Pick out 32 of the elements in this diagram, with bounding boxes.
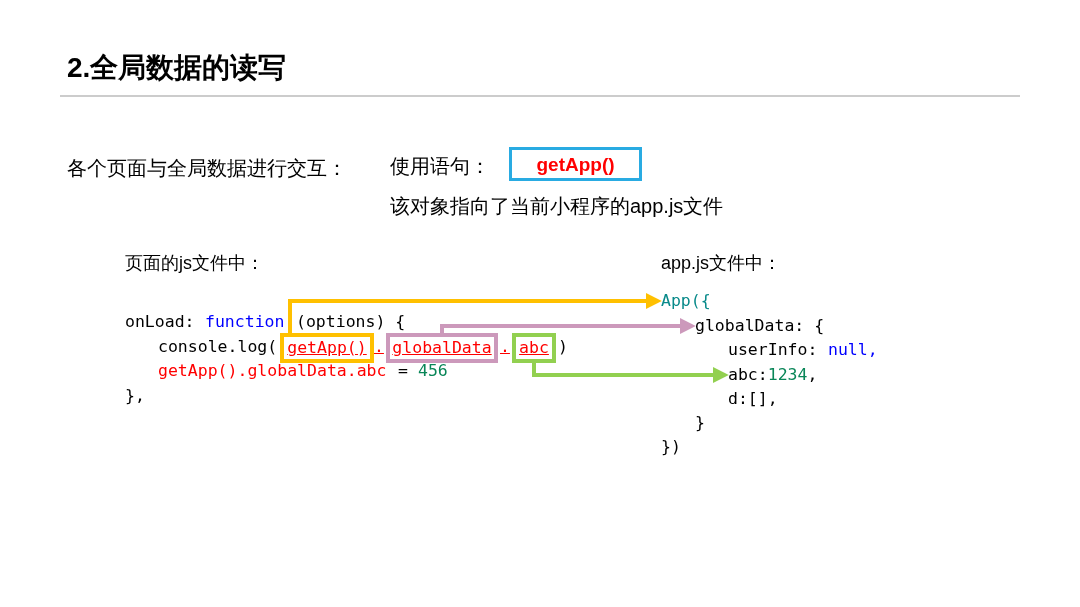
- code-keyword: null,: [828, 342, 878, 359]
- slide-title: 2.全局数据的读写: [67, 54, 287, 82]
- code-text: .: [374, 339, 384, 356]
- code-text: getApp().globalData.abc: [158, 363, 387, 380]
- code-number: 456: [418, 363, 448, 380]
- code-text: (options) {: [296, 314, 406, 331]
- highlight-box: abc: [512, 333, 556, 363]
- arrow: [440, 318, 696, 334]
- code-line: App({: [661, 291, 717, 311]
- highlight-box: globalData: [386, 333, 498, 363]
- arrow: [288, 293, 662, 333]
- code-line: abc:1234,: [728, 365, 820, 385]
- body-text: 该对象指向了当前小程序的app.js文件: [390, 196, 724, 216]
- highlight-box: getApp(): [280, 333, 374, 363]
- code-keyword: function: [205, 314, 285, 331]
- section-label: app.js文件中：: [661, 254, 782, 272]
- code-text: }): [661, 439, 681, 456]
- code-text: onLoad:: [125, 314, 195, 331]
- code-text: d:[],: [728, 391, 778, 408]
- code-text: console.log(: [158, 339, 278, 356]
- arrow: [532, 363, 729, 383]
- body-text: 使用语句：: [390, 156, 490, 176]
- code-text: userInfo:: [728, 342, 818, 359]
- code-text: .: [500, 339, 510, 356]
- body-text: 各个页面与全局数据进行交互：: [67, 158, 347, 178]
- code-text: =: [398, 363, 408, 380]
- code-text: },: [125, 388, 145, 405]
- code-text: ): [558, 339, 568, 356]
- code-line: globalData: {: [695, 316, 831, 336]
- section-label: 页面的js文件中：: [125, 254, 264, 272]
- statement-box: getApp(): [509, 147, 642, 181]
- code-text: }: [695, 415, 705, 432]
